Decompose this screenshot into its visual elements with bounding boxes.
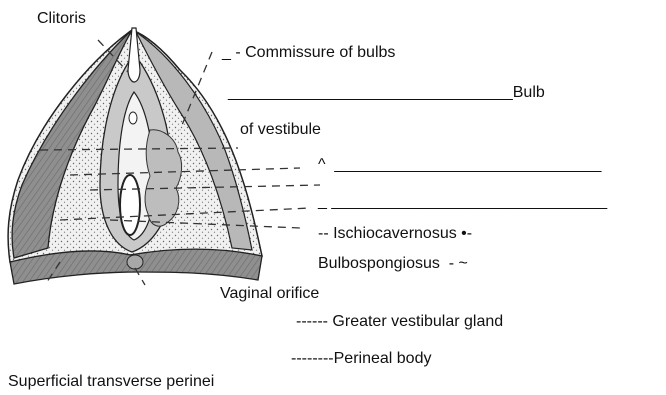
bulb-line-label: ________________________________Bulb [228,84,545,102]
vaginal-orifice [120,175,140,235]
perineal-body [127,255,143,269]
clitoris-label: Clitoris [37,10,86,28]
greater-vestibular-gland-label: ------ Greater vestibular gland [296,313,503,331]
ischiocavernosus-label: -- Ischiocavernosus •- [318,225,472,243]
caret-line-label: ^ ______________________________ [318,156,601,174]
vaginal-orifice-label: Vaginal orifice [220,285,319,303]
greater-vestibular-gland [145,130,182,226]
of-vestibule-label: of vestibule [240,121,321,139]
bulbospongiosus-label: Bulbospongiosus - ~ [318,255,468,273]
urethral-orifice [129,112,137,124]
superficial-transverse-perinei-label: Superficial transverse perinei [8,373,214,391]
perineal-body-label: --------Perineal body [291,350,431,368]
commissure-of-bulbs-label: _ - Commissure of bulbs [222,44,395,62]
dash-line-label: _ _______________________________ [318,193,607,211]
